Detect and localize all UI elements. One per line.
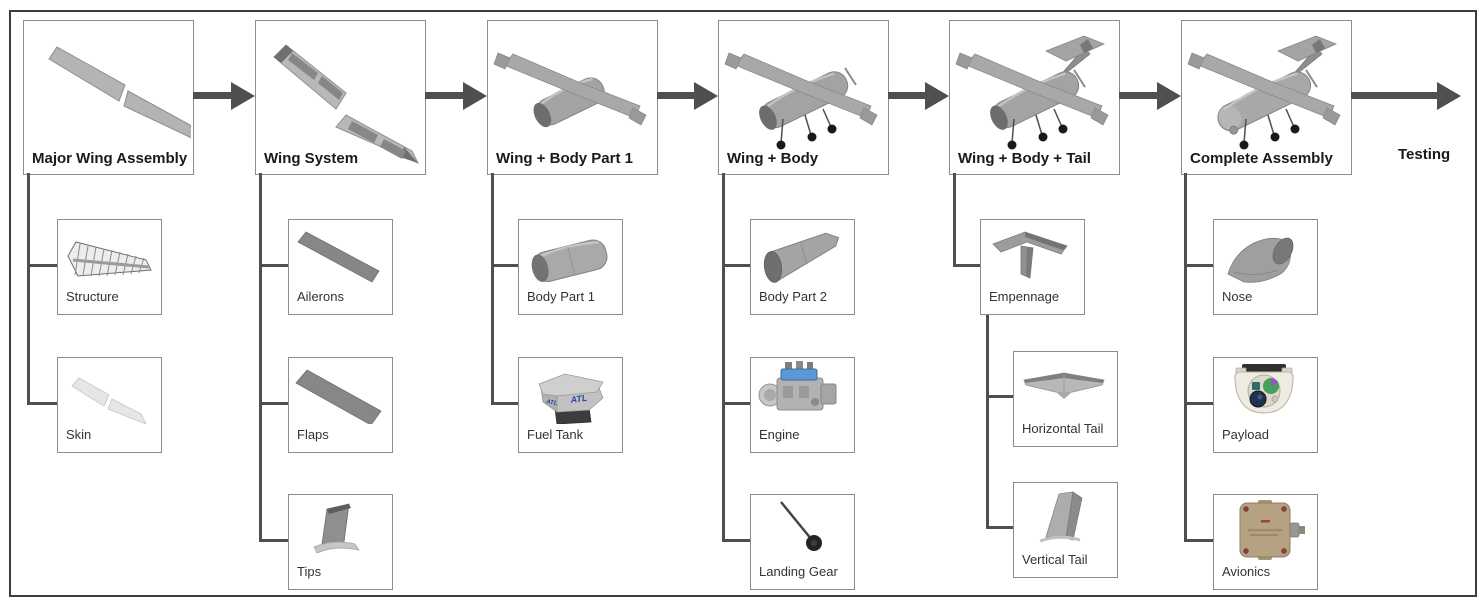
connector-line <box>259 539 288 542</box>
stage-box-wing-body-tail: Wing + Body + Tail <box>949 20 1120 175</box>
part-label: Fuel Tank <box>527 427 584 442</box>
part-box-ailerons: Ailerons <box>288 219 393 315</box>
wing-with-control-surfaces-illustration <box>273 44 420 165</box>
connector-line <box>259 173 262 542</box>
flap-bar-illustration <box>295 369 382 424</box>
part-box-body-part-2: Body Part 2 <box>750 219 855 315</box>
avionics-box-illustration <box>1239 500 1305 560</box>
connector-line <box>491 264 518 267</box>
part-label: Landing Gear <box>759 564 838 579</box>
complete-aircraft-illustration <box>1187 35 1341 150</box>
connector-line <box>722 264 750 267</box>
part-box-landing-gear: Landing Gear <box>750 494 855 590</box>
part-label: Nose <box>1222 289 1253 304</box>
connector-line <box>722 539 750 542</box>
part-label: Body Part 1 <box>527 289 595 304</box>
horizontal-tail-illustration <box>1023 372 1105 399</box>
stage-box-wing-system: Wing System <box>255 20 426 175</box>
connector-line <box>722 402 750 405</box>
part-label: Body Part 2 <box>759 289 827 304</box>
part-label: Empennage <box>989 289 1060 304</box>
stage-label: Wing + Body Part 1 <box>496 150 633 167</box>
part-label: Ailerons <box>297 289 344 304</box>
part-label: Structure <box>66 289 119 304</box>
landing-gear-illustration <box>780 501 822 551</box>
stage-label: Wing System <box>264 150 359 167</box>
part-box-engine: Engine <box>750 357 855 453</box>
connector-line <box>953 173 956 267</box>
part-label: Horizontal Tail <box>1022 421 1104 436</box>
nose-cone-illustration <box>1227 237 1294 283</box>
part-box-vertical-tail: Vertical Tail <box>1013 482 1118 578</box>
stage-label: Wing + Body <box>727 150 819 167</box>
stage-box-major-wing-assembly: Major Wing Assembly <box>23 20 194 175</box>
connector-line <box>27 173 30 405</box>
stage-box-wing-body-part-1: Wing + Body Part 1 <box>487 20 658 175</box>
wing-and-fuselage-with-gear-illustration <box>724 52 878 150</box>
tail-cone-illustration <box>763 232 840 283</box>
connector-line <box>986 526 1013 529</box>
part-label: Flaps <box>297 427 329 442</box>
connector-line <box>986 395 1013 398</box>
wing-and-forward-fuselage-illustration <box>493 52 647 128</box>
stage-label: Complete Assembly <box>1190 150 1333 167</box>
fuselage-pod-illustration <box>531 239 608 282</box>
connector-line <box>1184 173 1187 542</box>
stage-box-wing-body: Wing + Body <box>718 20 889 175</box>
part-label: Engine <box>759 427 800 442</box>
wing-structure-illustration <box>67 241 152 277</box>
part-box-structure: Structure <box>57 219 162 315</box>
connector-line <box>259 402 288 405</box>
part-box-nose: Nose <box>1213 219 1318 315</box>
wing-pair-illustration <box>48 46 191 139</box>
connector-line <box>27 402 57 405</box>
part-box-payload: Payload <box>1213 357 1318 453</box>
part-box-avionics: Avionics <box>1213 494 1318 590</box>
part-box-skin: Skin <box>57 357 162 453</box>
fuel-tank-illustration: ATL ATL <box>538 373 604 424</box>
part-label: Skin <box>66 427 92 442</box>
part-box-tips: Tips <box>288 494 393 590</box>
part-box-body-part-1: Body Part 1 <box>518 219 623 315</box>
stage-label: Wing + Body + Tail <box>958 150 1091 167</box>
part-box-horizontal-tail: Horizontal Tail <box>1013 351 1118 447</box>
flow-arrow-icon <box>657 82 718 110</box>
aircraft-with-tail-illustration <box>955 35 1109 150</box>
part-box-fuel-tank: ATL ATL Fuel Tank <box>518 357 623 453</box>
part-box-empennage: Empennage <box>980 219 1085 315</box>
part-label: Tips <box>297 564 322 579</box>
part-box-flaps: Flaps <box>288 357 393 453</box>
testing-step-label: Testing <box>1398 146 1451 163</box>
vertical-tail-illustration <box>1039 491 1083 543</box>
part-label: Vertical Tail <box>1022 552 1088 567</box>
aileron-bar-illustration <box>297 231 380 283</box>
connector-line <box>27 264 57 267</box>
connector-line <box>986 313 989 529</box>
flow-arrow-icon <box>425 82 487 110</box>
stage-box-complete-assembly: Complete Assembly <box>1181 20 1352 175</box>
connector-line <box>953 264 980 267</box>
connector-line <box>1184 264 1213 267</box>
connector-line <box>1184 539 1213 542</box>
empennage-illustration <box>992 231 1068 279</box>
fuel-tank-brand-text: ATL <box>545 399 559 407</box>
wing-tip-illustration <box>313 503 360 554</box>
connector-line <box>491 402 518 405</box>
connector-line <box>722 173 725 542</box>
flow-arrow-icon <box>193 82 255 110</box>
flow-arrow-icon <box>1351 82 1461 110</box>
fuel-tank-brand-text: ATL <box>569 393 588 405</box>
part-label: Payload <box>1222 427 1269 442</box>
gimbal-payload-illustration <box>1234 364 1294 414</box>
connector-line <box>259 264 288 267</box>
connector-line <box>1184 402 1213 405</box>
stage-label: Major Wing Assembly <box>32 150 188 167</box>
connector-line <box>491 173 494 405</box>
part-label: Avionics <box>1222 564 1271 579</box>
wing-skin-illustration <box>71 377 147 424</box>
piston-engine-illustration <box>758 361 837 411</box>
flow-arrow-icon <box>888 82 949 110</box>
flow-arrow-icon <box>1119 82 1181 110</box>
